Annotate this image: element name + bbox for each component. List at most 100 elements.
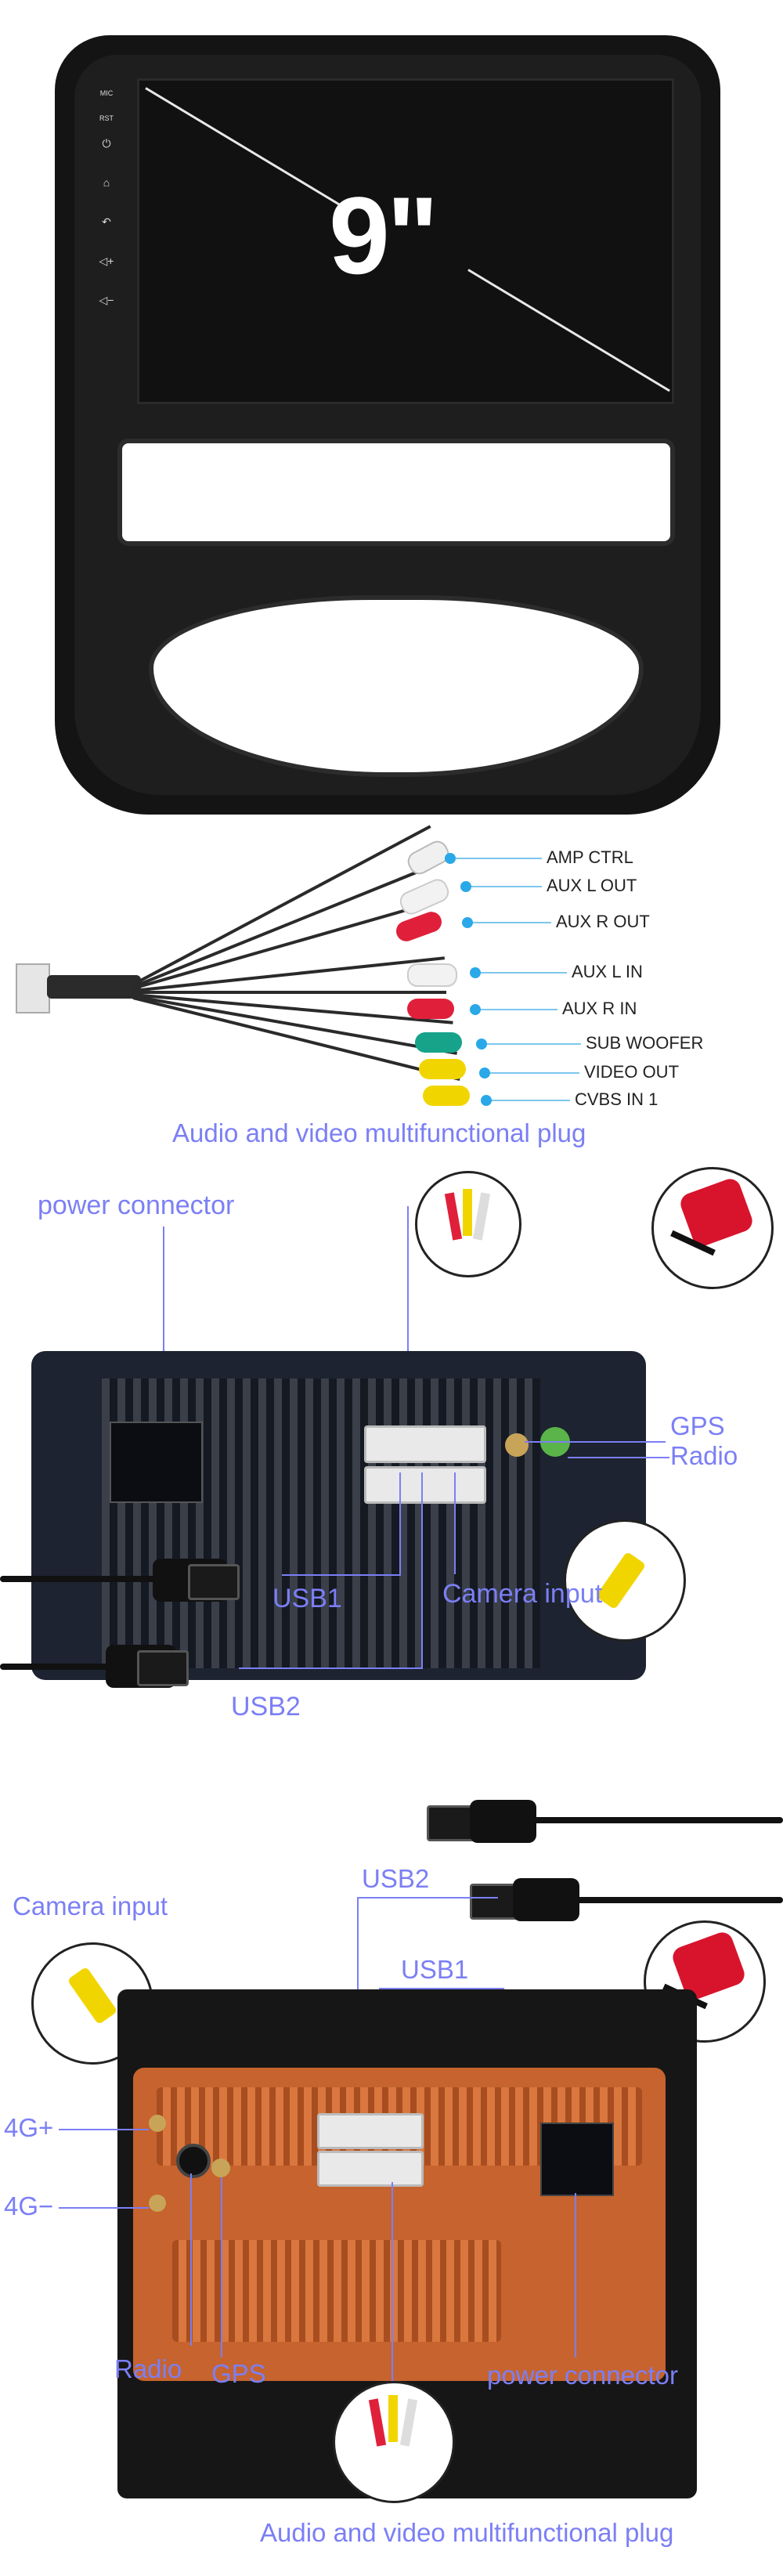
leader-line: [392, 2182, 393, 2381]
label-av-plug: Audio and video multifunctional plug: [260, 2518, 674, 2547]
aux-r-in-plug: [407, 999, 454, 1019]
av-socket: [364, 1425, 486, 1463]
4g-minus-socket: [149, 2195, 166, 2212]
head-unit-screen: [137, 78, 674, 404]
label-usb2: USB2: [362, 1864, 430, 1893]
label-4g-minus: 4G−: [4, 2191, 54, 2220]
video-out-plug: [419, 1059, 466, 1079]
radio-socket: [176, 2144, 211, 2178]
rca-white: [399, 2398, 418, 2447]
camera-plug-inset: [564, 1519, 686, 1642]
usb1-plug: [513, 1878, 579, 1921]
rca-white: [472, 1192, 491, 1241]
label-radio: Radio: [670, 1441, 738, 1470]
leader-line: [481, 1009, 557, 1010]
harness-connector: [16, 963, 50, 1013]
sub-woofer-plug: [415, 1032, 462, 1053]
usb-camera-socket: [364, 1466, 486, 1504]
usb2-plug: [470, 1800, 536, 1843]
power-socket: [540, 2123, 614, 2196]
harness-label-aux-r-in: AUX R IN: [562, 999, 637, 1018]
leader-line: [59, 2207, 149, 2209]
harness-title: Audio and video multifunctional plug: [172, 1118, 586, 1147]
harness-label-amp-ctrl: AMP CTRL: [547, 847, 633, 867]
aux-r-out-plug: [393, 909, 445, 945]
back-panel-section-1: power connector GPS Radio USB1 Camera in…: [0, 1167, 783, 1786]
leader-line: [399, 1472, 401, 1574]
leader-line: [163, 1227, 164, 1352]
gps-socket: [211, 2159, 230, 2177]
usb1-cable: [576, 1897, 783, 1903]
harness-label-aux-l-in: AUX L IN: [572, 962, 643, 981]
harness-label-aux-l-out: AUX L OUT: [547, 876, 637, 895]
leader-dot: [479, 1068, 490, 1078]
usb2-cable: [0, 1664, 110, 1670]
screen-size-label: 9": [329, 174, 438, 297]
back-panel-section-2: USB2 Camera input USB1 4G+ 4G− Radio GPS…: [0, 1786, 783, 2576]
leader-line: [239, 1667, 423, 1669]
leader-dot: [470, 967, 481, 978]
rca-yellow: [388, 2395, 398, 2442]
leader-line: [568, 1457, 669, 1458]
usb1-cable: [0, 1576, 157, 1582]
label-usb2: USB2: [231, 1692, 301, 1722]
usb1-tip: [188, 1564, 240, 1600]
harness-label-sub-woofer: SUB WOOFER: [586, 1033, 704, 1053]
diagonal-line-lower: [467, 269, 670, 392]
label-camera-input: Camera input: [442, 1579, 603, 1609]
leader-dot: [470, 1004, 481, 1015]
label-power-connector: power connector: [38, 1190, 235, 1220]
power-icon[interactable]: ⏻: [102, 137, 111, 150]
leader-dot: [481, 1095, 492, 1106]
label-gps: GPS: [670, 1411, 725, 1440]
gps-socket: [505, 1433, 529, 1457]
leader-line: [59, 2129, 149, 2130]
leader-dot: [462, 917, 473, 928]
reset-icon: RST: [99, 114, 114, 122]
power-socket: [110, 1422, 203, 1503]
rca-yellow: [595, 1551, 647, 1610]
label-radio: Radio: [114, 2354, 182, 2383]
volume-down-icon[interactable]: ◁−: [99, 294, 114, 306]
rca-red: [368, 2398, 387, 2447]
harness-label-video-out: VIDEO OUT: [584, 1062, 680, 1082]
label-gps: GPS: [211, 2359, 266, 2388]
harness-bundle: [47, 975, 141, 999]
leader-line: [456, 858, 542, 859]
label-usb1: USB1: [272, 1584, 342, 1613]
aux-l-out-plug: [396, 876, 453, 918]
av-socket: [317, 2151, 424, 2187]
rca-yellow: [67, 1966, 118, 2025]
home-icon[interactable]: ⌂: [103, 176, 110, 189]
usb2-cable: [532, 1817, 783, 1823]
harness-label-cvbs-in-1: CVBS IN 1: [575, 1089, 659, 1109]
leader-line: [407, 1206, 409, 1355]
wire: [133, 991, 446, 994]
aux-l-in-plug: [407, 963, 457, 987]
harness-label-aux-r-out: AUX R OUT: [556, 912, 650, 931]
leader-line: [575, 2193, 576, 2357]
leader-line: [525, 1441, 666, 1443]
usb2-tip: [137, 1650, 189, 1686]
leader-dot: [460, 881, 471, 892]
rca-yellow: [463, 1189, 472, 1236]
mic-icon: MIC: [99, 89, 114, 97]
av-harness-section: AMP CTRL AUX L OUT AUX R OUT AUX L IN AU…: [0, 825, 783, 1175]
volume-up-icon[interactable]: ◁+: [99, 255, 114, 267]
leader-line: [487, 1043, 581, 1045]
dash-slot: [117, 439, 675, 546]
label-power-connector: power connector: [487, 2361, 678, 2390]
label-usb1: USB1: [401, 1955, 469, 1984]
cvbs-in-plug: [423, 1086, 470, 1106]
leader-line: [190, 2173, 192, 2346]
vent-row: [172, 2240, 501, 2342]
usb-camera-socket: [317, 2113, 424, 2149]
label-camera-input: Camera input: [13, 1891, 168, 1920]
head-unit-section: 9" MIC RST ⏻ ⌂ ↶ ◁+ ◁−: [0, 0, 783, 830]
leader-line: [471, 886, 542, 887]
back-icon[interactable]: ↶: [102, 215, 111, 228]
leader-line: [221, 2177, 222, 2357]
label-4g-plus: 4G+: [4, 2113, 54, 2142]
wire: [132, 862, 439, 988]
leader-line: [421, 1472, 423, 1668]
